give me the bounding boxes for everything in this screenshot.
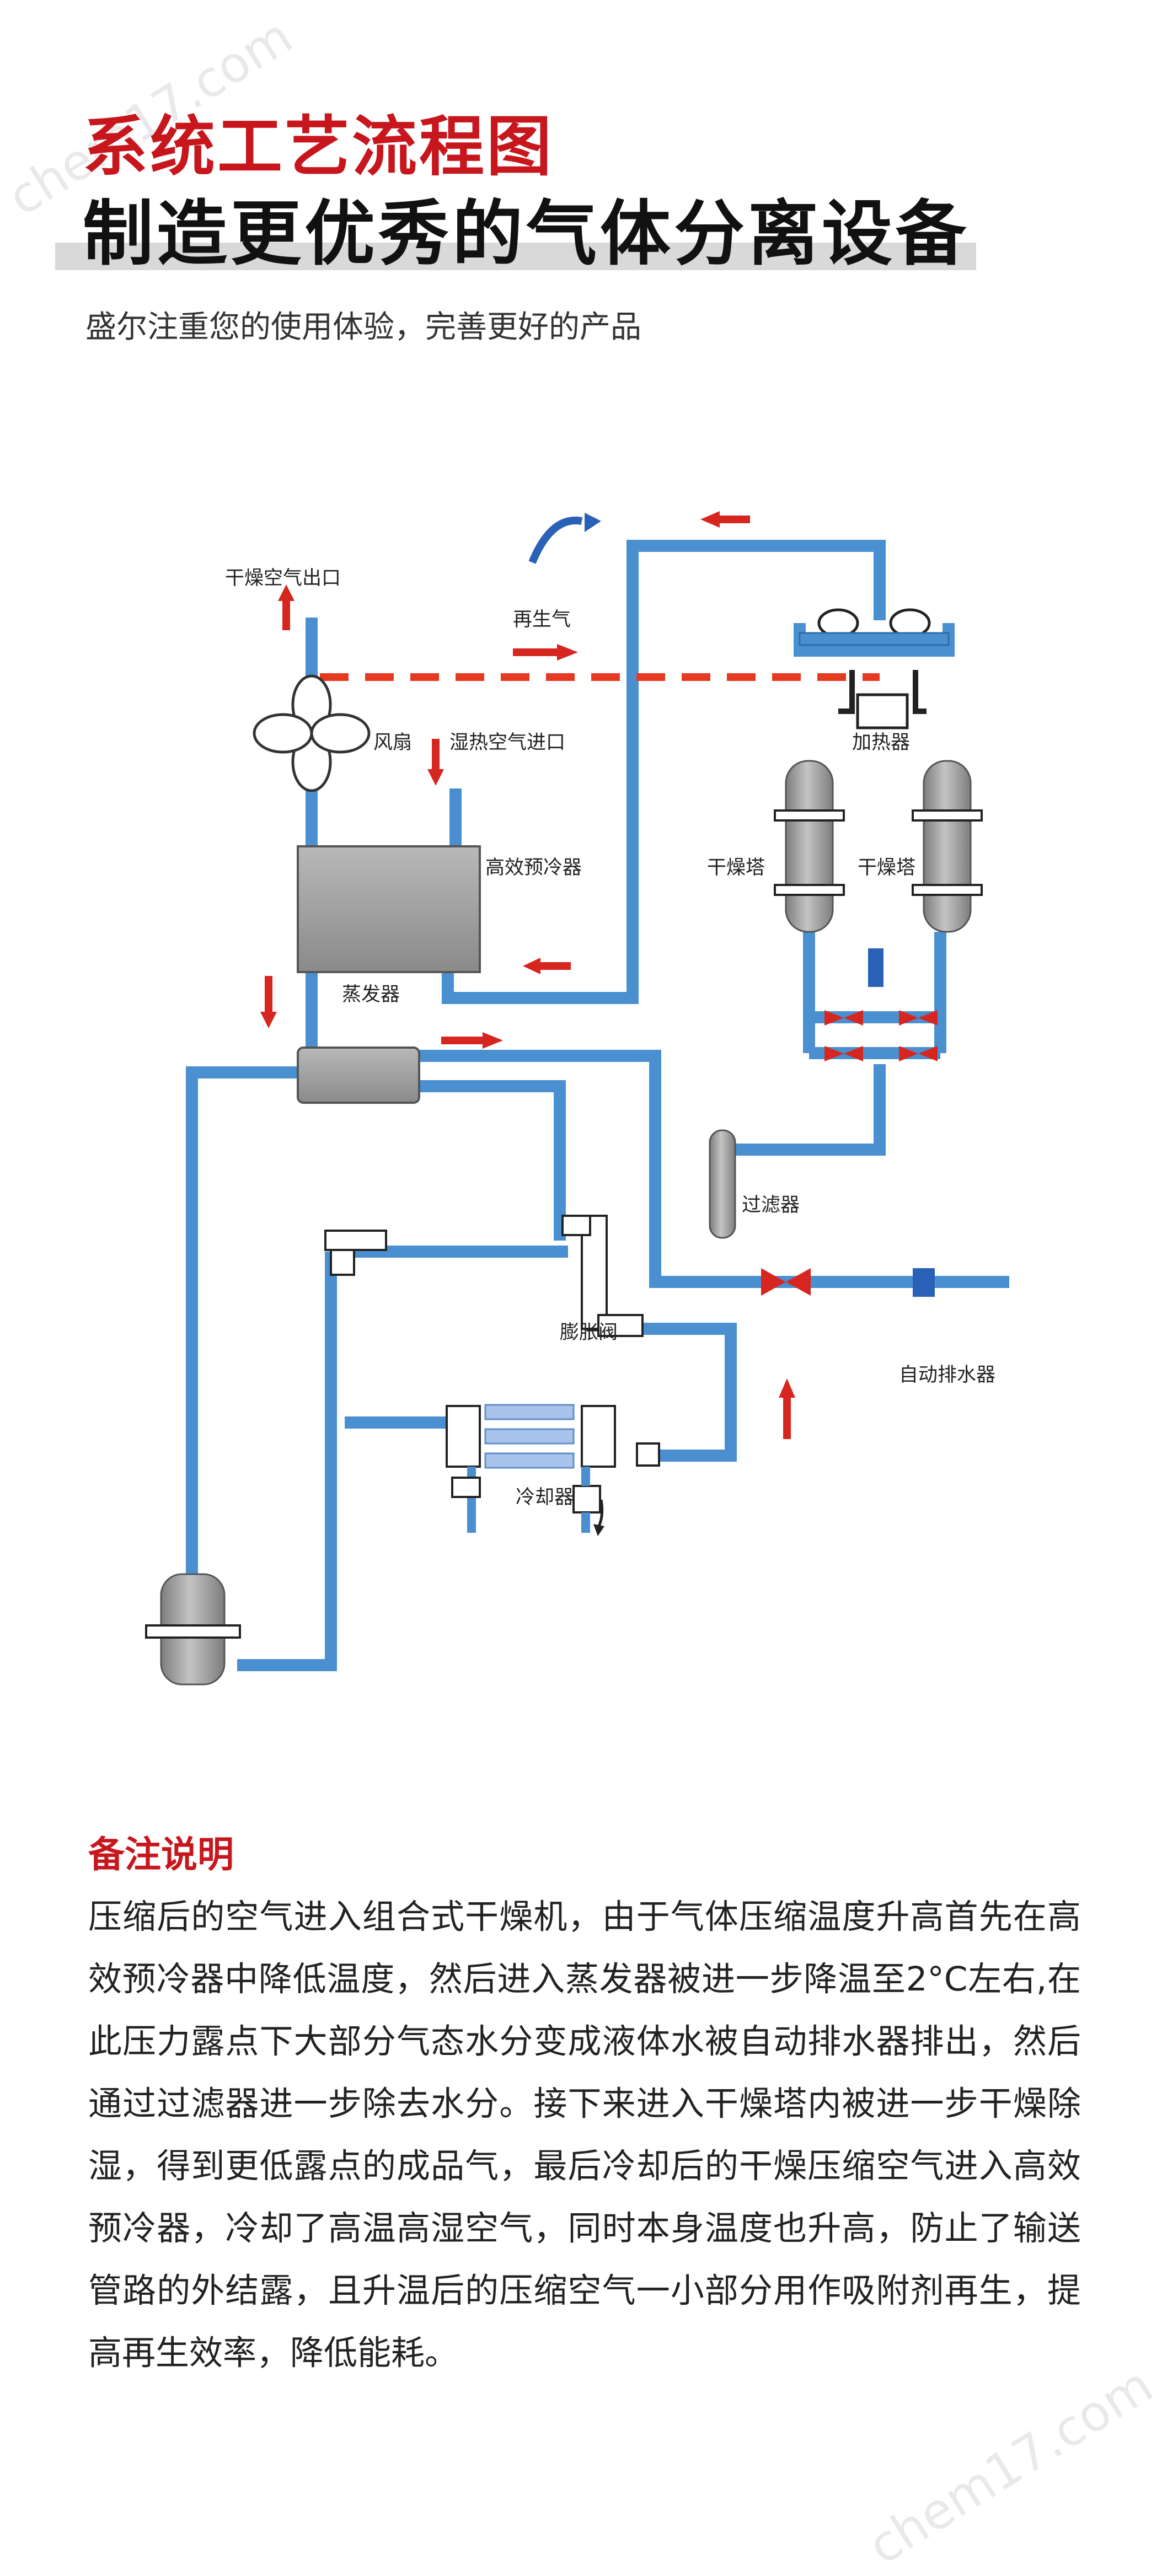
page-title: 系统工艺流程图 (83, 109, 554, 185)
label-fan: 风扇 (373, 732, 412, 754)
arrow-down-evap (260, 976, 277, 1028)
label-precooler: 高效预冷器 (485, 857, 582, 879)
dryer-tower-left (774, 760, 845, 933)
label-tower-left: 干燥塔 (707, 857, 765, 879)
expansion-valve (561, 1215, 644, 1337)
dryer-tower-right (912, 760, 983, 933)
label-tower-right: 干燥塔 (858, 857, 915, 879)
rotate-arrow-icon (528, 516, 583, 564)
arrow-left-precooler (523, 958, 571, 974)
arrow-up-drain (779, 1378, 795, 1439)
arrow-right-regen (513, 644, 578, 661)
condenser (446, 1404, 660, 1469)
tagline: 盛尔注重您的使用体验，完善更好的产品 (85, 309, 641, 345)
return-valve (324, 1230, 387, 1276)
arrow-right-evap (441, 1032, 503, 1049)
label-regen-gas: 再生气 (513, 609, 571, 631)
page-subtitle: 制造更优秀的气体分离设备 (83, 193, 970, 275)
label-wet-air-inlet: 湿热空气进口 (449, 732, 565, 754)
filter-vessel (709, 1129, 736, 1239)
main-line-valve (761, 1268, 811, 1296)
pipe-evap-right (419, 1080, 566, 1241)
subtitle-band (55, 243, 976, 270)
label-dry-air-outlet: 干燥空气出口 (225, 567, 341, 589)
precooler-box (297, 845, 481, 973)
cooler-unit (451, 1467, 601, 1533)
pipe-evap-left (186, 1066, 298, 1577)
label-cooler: 冷却器 (516, 1486, 574, 1509)
flow-arrows (260, 511, 795, 1439)
tower-top-valves (799, 608, 950, 646)
receiver-tank (145, 1573, 241, 1686)
label-heater: 加热器 (852, 732, 910, 754)
pipe-bottom-return (237, 1389, 337, 1671)
pipe-condenser-line (634, 1323, 737, 1462)
arrow-up-outlet (278, 584, 294, 630)
label-evaporator: 蒸发器 (342, 984, 400, 1006)
auto-drain-block (913, 1268, 935, 1297)
manifold-valves (824, 1010, 938, 1061)
tower-center-valve (868, 948, 883, 987)
label-expansion-valve: 膨胀阀 (560, 1322, 618, 1344)
fan-icon (253, 674, 371, 792)
arrow-left-top (700, 511, 750, 528)
watermark-bottom: chem17.com (858, 2355, 1162, 2576)
evaporator-box (297, 1046, 420, 1104)
label-auto-drain: 自动排水器 (899, 1364, 995, 1386)
notes-heading: 备注说明 (88, 1833, 234, 1876)
pipe-evap-out (419, 1050, 1009, 1288)
heater-icon (838, 670, 927, 729)
process-flow-diagram: 干燥空气出口 再生气 风扇 湿热空气进口 加热器 高效预冷器 干燥塔 干燥塔 蒸… (145, 511, 1009, 1686)
arrow-down-inlet (427, 739, 444, 786)
pipe-to-filter (722, 1064, 886, 1156)
label-filter: 过滤器 (742, 1194, 800, 1216)
notes-body: 压缩后的空气进入组合式干燥机，由于气体压缩温度升高首先在高效预冷器中降低温度，然… (88, 1897, 1081, 2373)
